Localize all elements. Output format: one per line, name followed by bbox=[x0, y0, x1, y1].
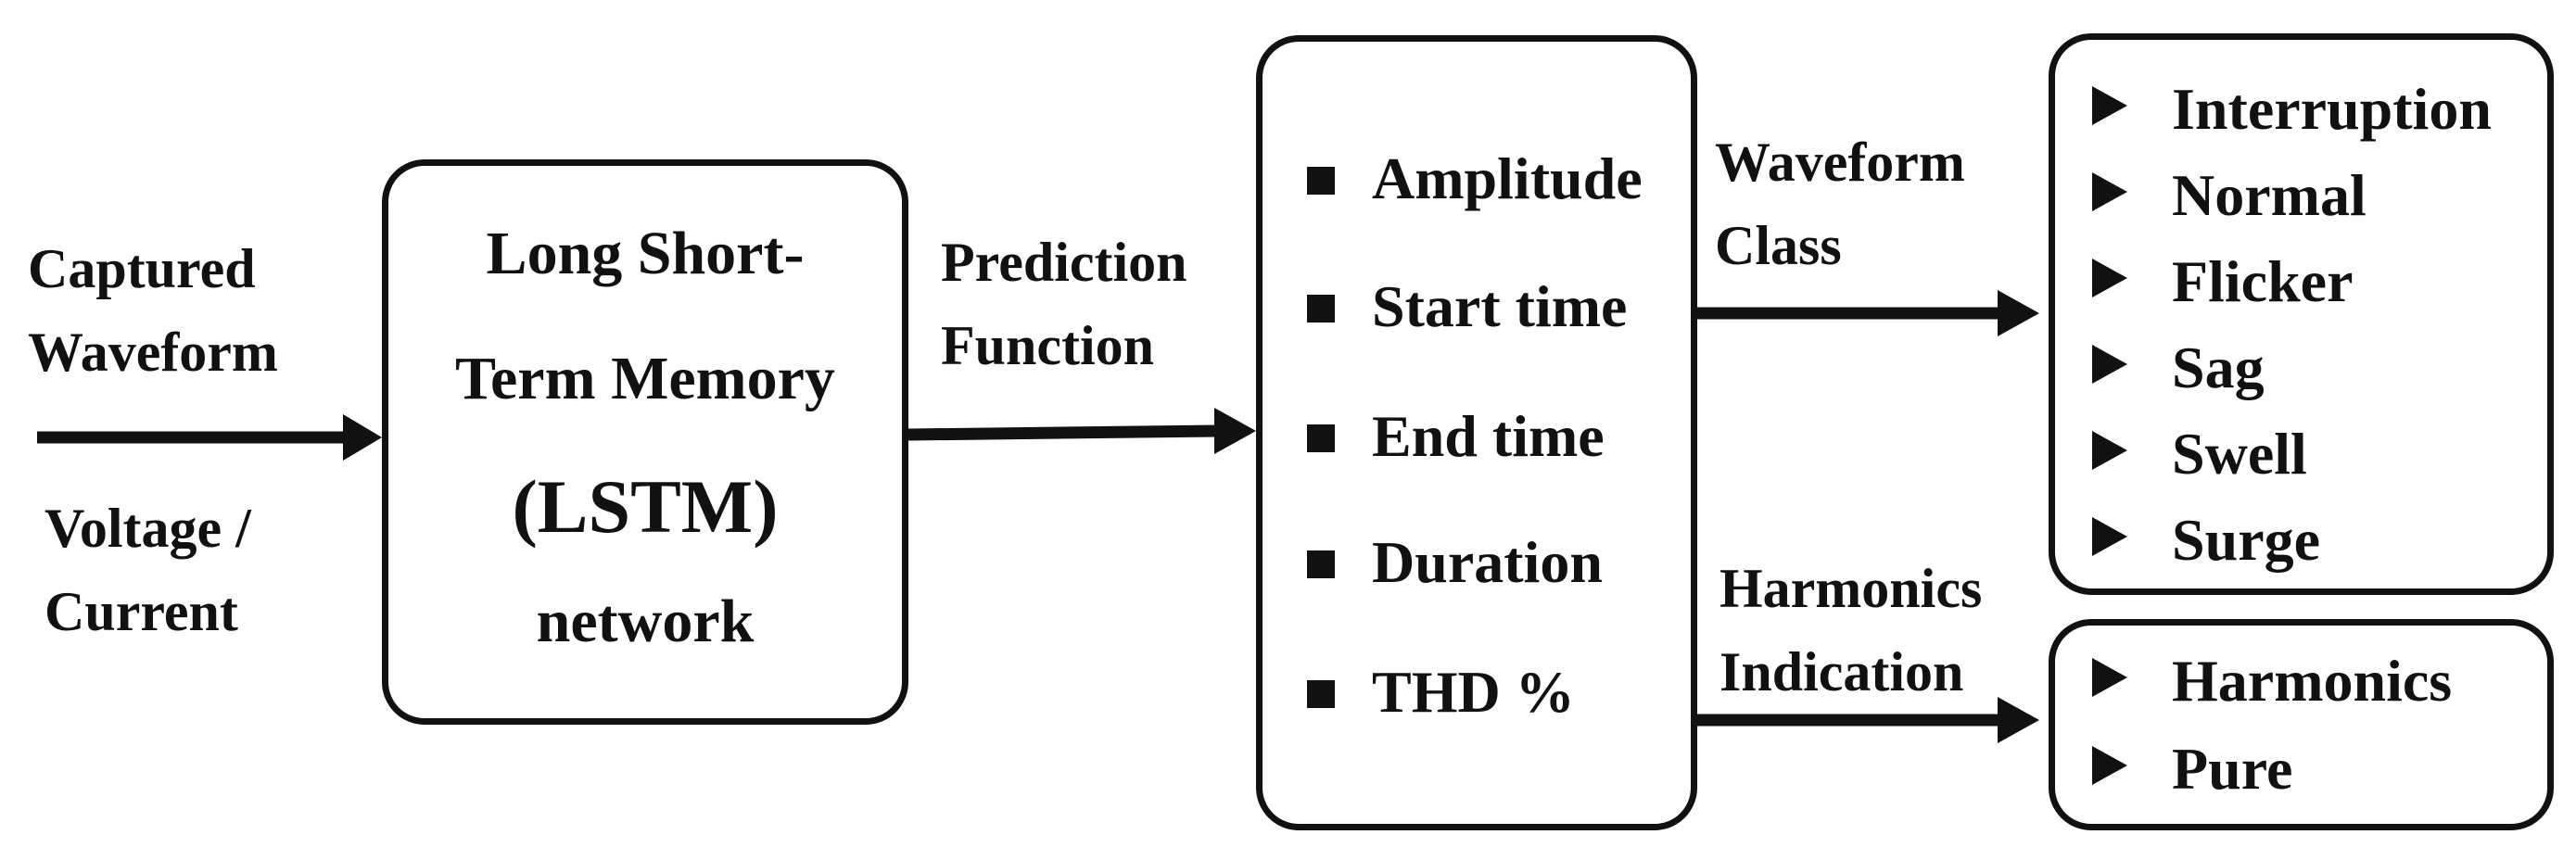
bullet-triangle-icon bbox=[2092, 259, 2127, 297]
feature-start-time: Start time bbox=[1307, 270, 1627, 344]
class-sag: Sag bbox=[2092, 331, 2265, 405]
harmonics-box: Harmonics Pure bbox=[2049, 619, 2554, 830]
arrowhead-harmonics bbox=[1998, 697, 2039, 743]
input-line-3: Voltage / bbox=[44, 498, 251, 559]
class-surge: Surge bbox=[2092, 503, 2320, 577]
feature-duration: Duration bbox=[1307, 525, 1603, 600]
class-normal: Normal bbox=[2092, 158, 2367, 233]
lstm-line-4: network bbox=[536, 588, 755, 655]
harmonics-item-pure: Pure bbox=[2092, 732, 2292, 806]
lstm-box: Long Short- Term Memory (LSTM) network bbox=[382, 159, 908, 725]
bullet-square-icon bbox=[1307, 680, 1335, 708]
input-line-4: Current bbox=[44, 581, 238, 642]
bullet-triangle-icon bbox=[2092, 658, 2127, 697]
input-line-2: Waveform bbox=[28, 322, 278, 383]
harmonics-indication-line-2: Indication bbox=[1719, 641, 1964, 702]
arrowhead-lstm bbox=[343, 414, 382, 461]
bullet-triangle-icon bbox=[2092, 345, 2127, 384]
lstm-line-2: Term Memory bbox=[455, 345, 835, 412]
captured-waveform-label: Captured Waveform bbox=[28, 227, 278, 394]
feature-thd: THD % bbox=[1307, 655, 1575, 729]
bullet-square-icon bbox=[1307, 167, 1335, 195]
arrowhead-class bbox=[1998, 290, 2039, 336]
lstm-line-3: (LSTM) bbox=[512, 464, 779, 549]
prediction-line-1: Prediction bbox=[941, 232, 1187, 293]
bullet-triangle-icon bbox=[2092, 431, 2127, 470]
class-flicker: Flicker bbox=[2092, 245, 2353, 319]
input-line-1: Captured bbox=[28, 238, 256, 299]
bullet-triangle-icon bbox=[2092, 746, 2127, 785]
bullet-square-icon bbox=[1307, 550, 1335, 578]
waveform-class-line-1: Waveform bbox=[1715, 132, 1965, 193]
harmonics-indication-label: Harmonics Indication bbox=[1719, 547, 1982, 714]
lstm-line-1: Long Short- bbox=[486, 220, 805, 287]
arrow-lstm-to-features bbox=[907, 424, 1220, 441]
arrowhead-features bbox=[1214, 408, 1256, 454]
bullet-triangle-icon bbox=[2092, 517, 2127, 556]
feature-end-time: End time bbox=[1307, 399, 1605, 474]
voltage-current-label: Voltage / Current bbox=[44, 487, 251, 653]
bullet-square-icon bbox=[1307, 295, 1335, 322]
class-swell: Swell bbox=[2092, 417, 2307, 491]
feature-amplitude: Amplitude bbox=[1307, 142, 1643, 216]
bullet-square-icon bbox=[1307, 424, 1335, 452]
harmonics-item-harmonics: Harmonics bbox=[2092, 644, 2452, 718]
bullet-triangle-icon bbox=[2092, 172, 2127, 211]
features-box: Amplitude Start time End time Duration T… bbox=[1256, 35, 1697, 830]
bullet-triangle-icon bbox=[2092, 86, 2127, 125]
waveform-class-line-2: Class bbox=[1715, 215, 1842, 276]
harmonics-indication-line-1: Harmonics bbox=[1719, 558, 1983, 619]
class-interruption: Interruption bbox=[2092, 72, 2492, 146]
waveform-class-label: Waveform Class bbox=[1715, 120, 1965, 287]
prediction-line-2: Function bbox=[941, 315, 1155, 376]
prediction-function-label: Prediction Function bbox=[941, 221, 1187, 387]
classes-box: Interruption Normal Flicker Sag Swell Su… bbox=[2049, 33, 2554, 595]
